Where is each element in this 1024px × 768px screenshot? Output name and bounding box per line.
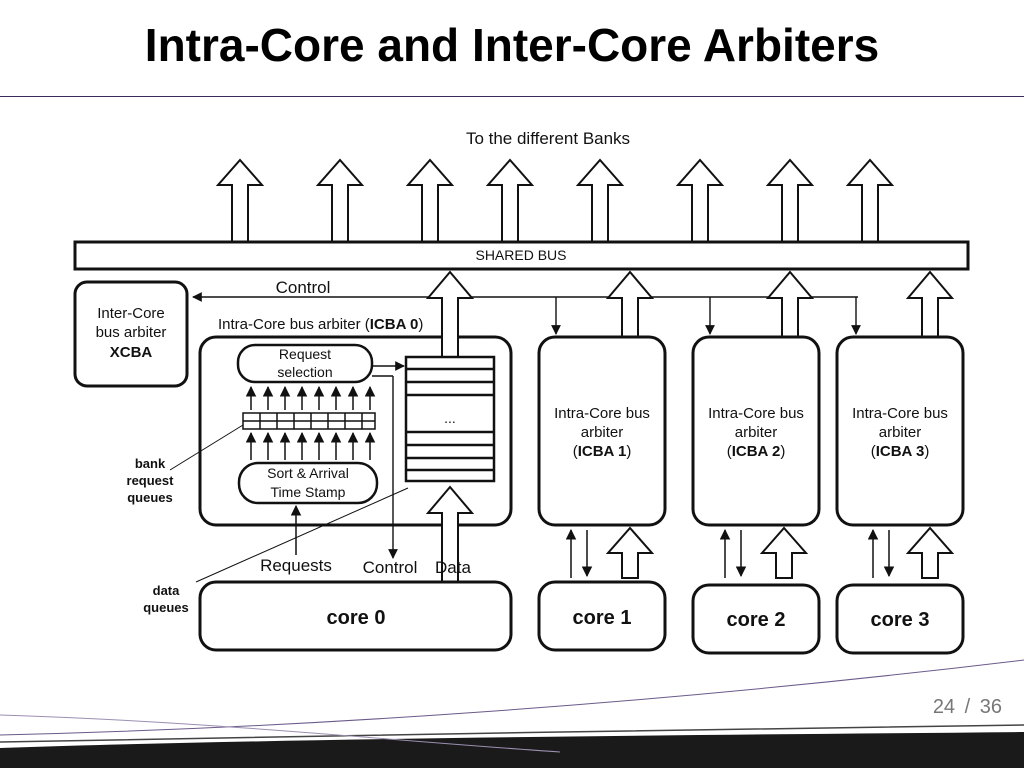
data-queues-line2: queues — [143, 600, 189, 615]
core2-label: core 2 — [727, 609, 786, 631]
svg-text:(ICBA 2): (ICBA 2) — [727, 443, 786, 460]
icba2-box — [691, 335, 821, 527]
page-total: 36 — [979, 696, 1002, 718]
core0-label: core 0 — [327, 607, 386, 629]
core3-box — [835, 583, 965, 655]
bank-arrow — [405, 158, 455, 243]
bank-queues-line1: bank — [135, 456, 166, 471]
bank-arrow — [315, 158, 365, 243]
svg-text:(ICBA 1): (ICBA 1) — [573, 443, 632, 460]
core1-label: core 1 — [573, 607, 632, 629]
title-rule — [0, 96, 1024, 97]
core0-box — [198, 580, 513, 652]
page-separator: / — [964, 696, 971, 718]
bank-queues-line3: queues — [127, 490, 173, 505]
svg-text:Intra-Core bus: Intra-Core bus — [852, 405, 948, 422]
xcba-box — [73, 280, 189, 388]
bank-arrow — [675, 158, 725, 243]
request-selection-line2: selection — [277, 364, 332, 380]
slide-title: Intra-Core and Inter-Core Arbiters — [144, 19, 880, 71]
icba3-group: Intra-Core bus arbiter (ICBA 3) — [835, 270, 965, 527]
svg-text:arbiter: arbiter — [879, 424, 922, 441]
bank-arrow — [485, 158, 535, 243]
bank-request-queues — [242, 385, 376, 460]
page-current: 24 — [932, 696, 956, 718]
queue-ellipsis: ... — [444, 410, 456, 426]
data-queues-line1: data — [153, 583, 181, 598]
bank-arrow — [575, 158, 625, 243]
sort-arrival-line2: Time Stamp — [271, 484, 346, 500]
svg-text:Intra-Core bus: Intra-Core bus — [554, 405, 650, 422]
data-up-arrow — [425, 485, 475, 583]
data-queues-pointer — [195, 487, 409, 583]
page-number: 24 / 36 — [931, 696, 1004, 719]
svg-text:Intra-Core bus: Intra-Core bus — [708, 405, 804, 422]
bank-arrows — [215, 158, 895, 243]
footer-swoosh — [0, 659, 1024, 768]
icba2-group: Intra-Core bus arbiter (ICBA 2) — [691, 270, 821, 527]
bank-queues-pointer — [169, 424, 244, 471]
sort-arrival-box — [237, 461, 379, 505]
icba0-bus-arrow — [425, 270, 475, 359]
core-connections — [565, 526, 955, 579]
icba1-box — [537, 335, 667, 527]
control-label: Control — [276, 278, 331, 297]
data-label: Data — [435, 558, 471, 577]
requests-label: Requests — [260, 556, 332, 575]
shared-bus-label: SHARED BUS — [475, 247, 566, 263]
svg-text:arbiter: arbiter — [581, 424, 624, 441]
icba3-box — [835, 335, 965, 527]
core1-box — [537, 580, 667, 652]
request-selection-box — [236, 343, 374, 384]
sort-arrival-line1: Sort & Arrival — [267, 465, 349, 481]
svg-text:arbiter: arbiter — [735, 424, 778, 441]
core3-label: core 3 — [871, 609, 930, 631]
xcba-line2: bus arbiter — [96, 324, 167, 341]
xcba-line1: Inter-Core — [97, 305, 165, 322]
bank-arrow — [845, 158, 895, 243]
bank-queues-line2: request — [127, 473, 175, 488]
control-bottom-label: Control — [363, 558, 418, 577]
icba0-label: Intra-Core bus arbiter (ICBA 0) — [218, 316, 423, 333]
icba1-group: Intra-Core bus arbiter (ICBA 1) — [537, 270, 667, 527]
shared-bus — [73, 240, 970, 271]
bank-arrow — [215, 158, 265, 243]
svg-text:(ICBA 3): (ICBA 3) — [871, 443, 930, 460]
core2-box — [691, 583, 821, 655]
to-banks-label: To the different Banks — [466, 129, 630, 148]
xcba-line3: XCBA — [110, 344, 153, 361]
request-selection-line1: Request — [279, 346, 331, 362]
data-queue-stack — [404, 355, 496, 483]
bank-arrow — [765, 158, 815, 243]
